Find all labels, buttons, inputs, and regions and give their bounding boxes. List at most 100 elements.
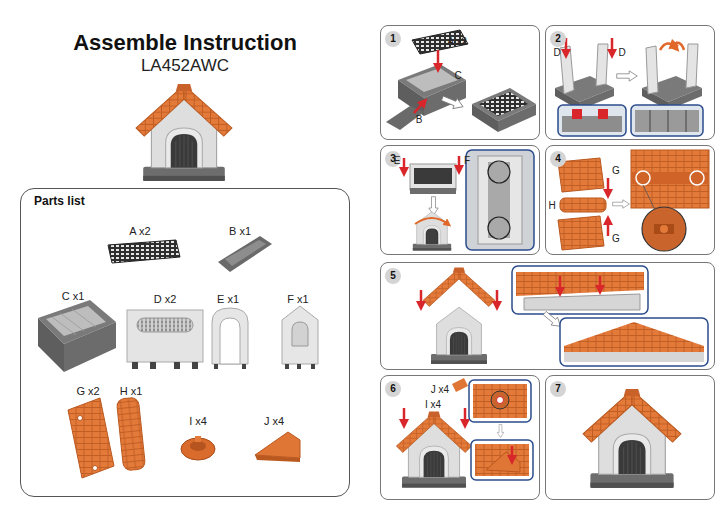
part-callout: E [394,155,401,166]
doghouse-drawing [136,84,232,181]
step6-drawing [471,440,533,480]
part-label: G x2 [76,385,99,397]
step4-drawing [631,172,709,184]
step4-drawing [654,224,674,234]
step4-drawing [690,171,704,185]
part-b-tray [218,236,272,272]
part-a-grate [108,240,180,263]
part-d-side-wall [127,310,203,362]
part-j-cap [255,432,300,458]
part-d-side-wall [127,310,203,369]
step1-drawing [498,104,536,132]
step-panel: 3 [380,145,540,255]
step5-drawing [599,276,602,290]
step-panel: 5 [380,262,715,370]
step6-drawing [464,408,467,424]
part-callout: C [454,70,461,81]
step4-drawing [558,216,604,250]
step3-drawing [478,156,522,244]
part-f-back-wall [297,364,301,369]
step6-drawing [469,380,531,422]
step1-drawing [472,104,498,132]
step-number: 6 [385,381,401,397]
step-number: 2 [550,31,566,47]
part-c-base [52,309,96,335]
step4-drawing [607,220,610,236]
step3-drawing [415,218,448,224]
part-label: D x2 [154,293,177,305]
step4-drawing [660,225,668,233]
part-d-side-wall [174,362,180,369]
part-g-roof-panel [93,466,98,471]
step6-drawing [497,397,504,404]
step-number: 5 [385,268,401,284]
step4-drawing [613,200,630,208]
box-heading: Parts list [34,194,85,208]
step6-drawing [511,446,514,460]
step1-drawing [424,80,466,116]
step5-drawing [421,266,708,366]
finished-doghouse [583,389,681,488]
step5-drawing [524,294,640,310]
step5-drawing [431,307,487,364]
step5-drawing [516,272,644,296]
step2-drawing [596,44,608,86]
step3-drawing [488,161,510,183]
part-d-side-wall [132,362,138,369]
step2-drawing [635,110,699,132]
part-b-tray [225,240,266,266]
part-j-cap [255,455,300,462]
step2-drawing [686,44,698,88]
step4-drawing [631,150,709,208]
step1-drawing [412,30,468,54]
part-d-side-wall [137,318,193,332]
step2-drawing [598,109,608,119]
part-label: F x1 [287,293,308,305]
page-title: Assemble Instruction [73,30,297,56]
step5-drawing [560,318,708,366]
step4-drawing [636,171,650,185]
part-e-front-wall [220,318,240,364]
part-g-roof-panel [68,398,114,478]
step4-drawing [643,185,656,212]
step3-drawing [458,156,461,170]
step3-drawing [410,188,456,194]
step3-drawing [466,150,534,250]
step5-drawing [512,266,648,314]
part-d-side-wall [192,362,198,369]
part-label: H x1 [120,385,143,397]
step5-drawing [423,268,495,307]
part-label: E x1 [217,293,239,305]
part-label: C x1 [62,290,85,302]
step2-drawing [555,38,703,136]
part-label: I x4 [189,415,207,427]
step2-drawing [650,110,686,132]
part-label: J x4 [264,415,284,427]
part-callout: A x2 [447,36,466,47]
part-g-roof-panel [68,398,114,478]
step-number: 1 [385,31,401,47]
step-panel: 4 [545,145,715,255]
step6-drawing [473,384,527,418]
part-callout: F [464,155,470,166]
step-number: 4 [550,151,566,167]
part-e-front-wall [212,308,248,369]
step2-drawing [631,105,703,136]
part-e-front-wall [214,364,218,369]
part-label: A x2 [129,225,150,237]
step4-drawing [607,178,610,194]
step2-drawing [572,109,582,119]
part-j-cap [255,432,300,462]
step2-drawing [617,71,638,81]
step1-drawing [440,93,465,112]
part-e-front-wall [242,364,246,369]
part-callout: G [612,165,620,176]
step3-drawing [403,158,406,172]
part-callout: G [612,233,620,244]
step5-drawing [420,290,423,306]
step-number: 7 [550,381,566,397]
step2-drawing [611,38,614,54]
part-f-back-wall [285,364,289,369]
step6-drawing [475,444,529,476]
part-f-back-wall [282,306,318,364]
